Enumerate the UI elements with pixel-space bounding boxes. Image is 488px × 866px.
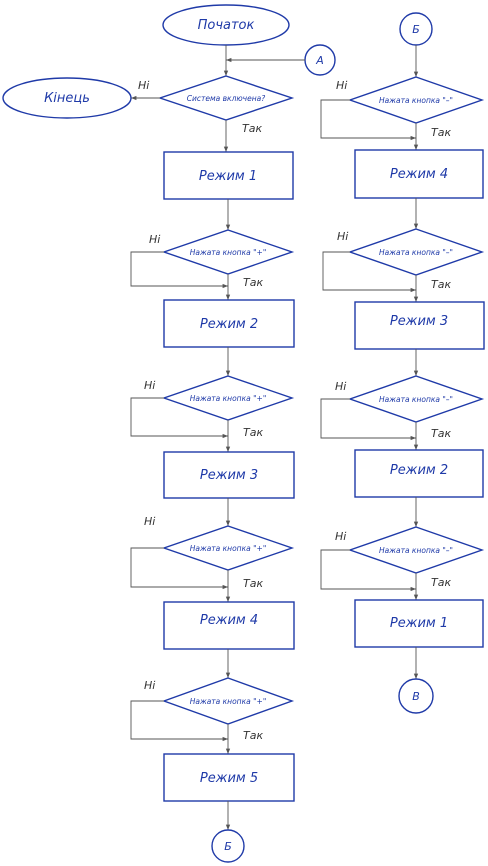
decision-minus-4-label: Нажата кнопка "–"	[379, 546, 453, 555]
start-label: Початок	[198, 18, 255, 33]
mode-4-label: Режим 4	[390, 167, 448, 182]
yes-label: Так	[243, 729, 263, 742]
yes-label: Так	[242, 122, 262, 135]
mode-5-block: Режим 5	[163, 753, 295, 802]
yes-label: Так	[243, 426, 263, 439]
connector-b-in-label: Б	[412, 23, 420, 36]
mode-3-label: Режим 3	[390, 314, 448, 329]
no-label: Ні	[335, 380, 346, 393]
end-label: Кінець	[44, 91, 90, 106]
yes-label: Так	[243, 577, 263, 590]
mode-2-block: Режим 2	[163, 299, 295, 348]
mode-3-block: Режим 3	[163, 451, 295, 499]
decision-plus-2: Нажата кнопка "+"	[161, 375, 295, 421]
yes-label: Так	[431, 278, 451, 291]
decision-minus-1: Нажата кнопка "–"	[347, 76, 485, 124]
decision-minus-2: Нажата кнопка "–"	[347, 228, 485, 276]
mode-3-label: Режим 3	[200, 468, 258, 483]
no-label: Ні	[335, 530, 346, 543]
yes-label: Так	[431, 427, 451, 440]
decision-plus-1: Нажата кнопка "+"	[161, 229, 295, 275]
yes-label: Так	[431, 126, 451, 139]
mode-2-label: Режим 2	[200, 317, 258, 332]
yes-label: Так	[243, 276, 263, 289]
yes-label: Так	[431, 576, 451, 589]
decision-system-on: Система включена?	[157, 75, 295, 121]
decision-plus-3: Нажата кнопка "+"	[161, 525, 295, 571]
decision-plus-1-label: Нажата кнопка "+"	[190, 248, 267, 257]
connector-b-out-label: Б	[224, 840, 232, 853]
no-label: Ні	[144, 379, 155, 392]
mode-5-label: Режим 5	[200, 771, 258, 786]
no-label: Ні	[149, 233, 160, 246]
decision-plus-4-label: Нажата кнопка "+"	[190, 697, 267, 706]
decision-plus-3-label: Нажата кнопка "+"	[190, 544, 267, 553]
mode-4-label: Режим 4	[200, 613, 258, 628]
start-terminal: Початок	[162, 4, 290, 46]
decision-system-on-label: Система включена?	[187, 94, 265, 103]
mode-2-label: Режим 2	[390, 463, 448, 478]
mode-1-block: Режим 1	[163, 151, 294, 200]
decision-minus-2-label: Нажата кнопка "–"	[379, 248, 453, 257]
mode-4-block-left: Режим 4	[163, 601, 295, 650]
mode-2-block-right: Режим 2	[354, 449, 484, 498]
decision-plus-2-label: Нажата кнопка "+"	[190, 394, 267, 403]
decision-minus-1-label: Нажата кнопка "–"	[379, 96, 453, 105]
end-terminal: Кінець	[2, 77, 132, 119]
mode-4-block-right: Режим 4	[354, 149, 484, 199]
no-label: Ні	[144, 679, 155, 692]
no-label: Ні	[144, 515, 155, 528]
no-label: Ні	[337, 230, 348, 243]
no-label: Ні	[336, 79, 347, 92]
connector-v: В	[398, 678, 434, 714]
no-label: Ні	[138, 79, 149, 92]
mode-1-label: Режим 1	[199, 169, 257, 184]
connector-b-out: Б	[211, 829, 245, 863]
mode-1-label: Режим 1	[390, 616, 448, 631]
connector-v-label: В	[412, 690, 420, 703]
connector-a-label: А	[315, 54, 324, 67]
mode-1-block-right: Режим 1	[354, 599, 484, 648]
connector-a: А	[304, 44, 336, 76]
decision-minus-3-label: Нажата кнопка "–"	[379, 395, 453, 404]
decision-minus-4: Нажата кнопка "–"	[347, 526, 485, 574]
mode-3-block-right: Режим 3	[354, 301, 485, 350]
connector-b-in: Б	[399, 12, 433, 46]
decision-minus-3: Нажата кнопка "–"	[347, 375, 485, 423]
decision-plus-4: Нажата кнопка "+"	[161, 677, 295, 725]
